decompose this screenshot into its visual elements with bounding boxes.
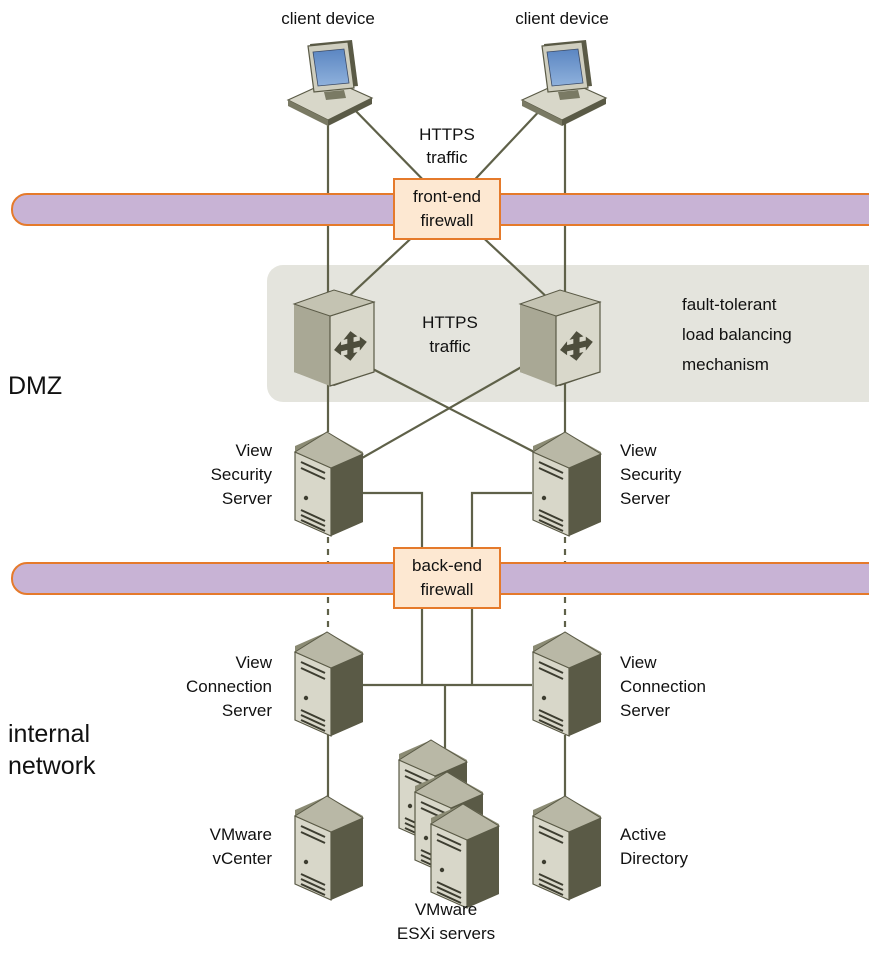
client-device-left: client device: [281, 9, 375, 127]
back-firewall-line1: back-end: [412, 556, 482, 575]
svg-text:View: View: [620, 441, 657, 460]
svg-text:VMware: VMware: [210, 825, 272, 844]
load-balancer-right: [519, 289, 601, 387]
security-server-right: View Security Server: [532, 431, 682, 537]
back-end-firewall-box: back-end firewall: [393, 547, 501, 609]
internal-label-line1: internal: [8, 720, 90, 748]
svg-text:View: View: [620, 653, 657, 672]
svg-text:ESXi servers: ESXi servers: [397, 924, 495, 943]
svg-text:Server: Server: [222, 489, 272, 508]
dmz-label: DMZ: [8, 372, 62, 400]
https-traffic-middle-label: HTTPS traffic: [422, 313, 478, 356]
svg-text:fault-tolerant: fault-tolerant: [682, 295, 777, 314]
client-left-label: client device: [281, 9, 375, 28]
load-balancer-left: [293, 289, 375, 387]
internal-label-line2: network: [8, 752, 96, 780]
client-device-right: client device: [515, 9, 609, 127]
svg-text:HTTPS: HTTPS: [422, 313, 478, 332]
svg-text:Server: Server: [620, 701, 670, 720]
load-balancing-note: fault-tolerant load balancing mechanism: [682, 295, 792, 374]
svg-text:load balancing: load balancing: [682, 325, 792, 344]
front-end-firewall-box: front-end firewall: [393, 178, 501, 240]
svg-text:Server: Server: [620, 489, 670, 508]
security-server-left: View Security Server: [211, 431, 364, 537]
connection-server-right: View Connection Server: [532, 631, 706, 737]
connection-server-left: View Connection Server: [186, 631, 364, 737]
svg-text:Connection: Connection: [620, 677, 706, 696]
svg-text:Directory: Directory: [620, 849, 689, 868]
https-traffic-top-label: HTTPS traffic: [419, 125, 475, 167]
svg-text:Connection: Connection: [186, 677, 272, 696]
back-firewall-line2: firewall: [421, 580, 474, 599]
esxi-servers-stack: VMware ESXi servers: [397, 739, 500, 943]
svg-text:traffic: traffic: [429, 337, 471, 356]
front-firewall-line1: front-end: [413, 187, 481, 206]
client-right-label: client device: [515, 9, 609, 28]
svg-text:View: View: [235, 653, 272, 672]
svg-text:vCenter: vCenter: [212, 849, 272, 868]
svg-text:Active: Active: [620, 825, 666, 844]
svg-text:mechanism: mechanism: [682, 355, 769, 374]
active-directory-server: Active Directory: [532, 795, 689, 901]
svg-text:Server: Server: [222, 701, 272, 720]
svg-text:VMware: VMware: [415, 900, 477, 919]
svg-text:Security: Security: [620, 465, 682, 484]
svg-text:HTTPS: HTTPS: [419, 125, 475, 144]
svg-text:traffic: traffic: [426, 148, 468, 167]
vcenter-server: VMware vCenter: [210, 795, 364, 901]
front-firewall-line2: firewall: [421, 211, 474, 230]
connection-lines: [326, 104, 567, 800]
svg-text:View: View: [235, 441, 272, 460]
svg-text:Security: Security: [211, 465, 273, 484]
